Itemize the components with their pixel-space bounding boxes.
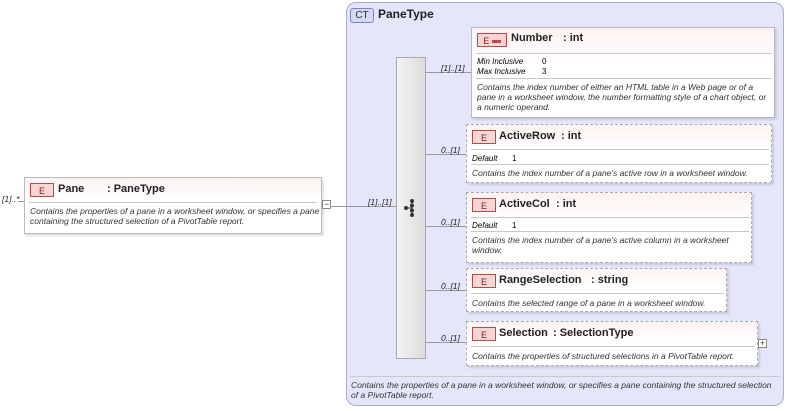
separator — [29, 202, 317, 203]
max-inclusive-label: Max Inclusive — [477, 67, 526, 76]
complex-type-name: PaneType — [378, 7, 434, 21]
connector-number — [426, 72, 471, 73]
activerow-name: ActiveRow — [499, 130, 556, 142]
number-element[interactable]: E Number : int Min Inclusive 0 Max Inclu… — [471, 27, 775, 118]
complex-type-badge: CT — [350, 8, 374, 23]
rangeselection-type: : string — [591, 274, 629, 286]
root-cardinality: [1]..* — [2, 194, 20, 204]
separator — [471, 217, 749, 218]
activecol-name: ActiveCol — [499, 198, 550, 210]
number-name: Number — [511, 32, 553, 44]
expand-icon[interactable]: + — [758, 338, 767, 348]
sequence-cardinality: [1]..[1] — [368, 197, 392, 207]
element-badge: E — [472, 130, 496, 144]
connector-rangeselection — [426, 290, 466, 291]
simple-type-icon — [491, 40, 501, 44]
element-badge: E — [472, 327, 496, 341]
activecol-cardinality: 0..[1] — [441, 217, 460, 227]
sequence-icon — [404, 199, 414, 217]
activerow-element[interactable]: E ActiveRow : int Default 1 Contains the… — [466, 124, 772, 183]
selection-type: : SelectionType — [553, 327, 634, 339]
activerow-cardinality: 0..[1] — [441, 145, 460, 155]
rangeselection-cardinality: 0..[1] — [441, 281, 460, 291]
default-label: Default — [472, 154, 498, 163]
complex-type-doc: Contains the properties of a pane in a w… — [351, 380, 772, 400]
connector-activerow — [426, 154, 466, 155]
separator — [471, 293, 724, 294]
default-label: Default — [472, 221, 498, 230]
element-badge: E — [30, 183, 54, 197]
root-connector — [18, 201, 24, 202]
activecol-element[interactable]: E ActiveCol : int Default 1 Contains the… — [466, 192, 752, 263]
activerow-doc: Contains the index number of a pane's ac… — [472, 168, 748, 178]
pane-doc: Contains the properties of a pane in a w… — [30, 206, 320, 226]
element-badge: E — [472, 198, 496, 212]
min-inclusive-label: Min Inclusive — [477, 57, 524, 66]
rangeselection-doc: Contains the selected range of a pane in… — [472, 298, 706, 308]
separator — [476, 78, 772, 79]
element-badge: E — [477, 33, 507, 47]
separator — [471, 231, 749, 232]
min-inclusive-value: 0 — [542, 57, 547, 66]
separator — [476, 53, 772, 54]
separator — [471, 149, 769, 150]
selection-doc: Contains the properties of structured se… — [472, 351, 735, 361]
selection-name: Selection — [499, 327, 548, 339]
selection-element[interactable]: E Selection : SelectionType Contains the… — [466, 321, 758, 366]
pane-type: : PaneType — [107, 183, 165, 195]
selection-cardinality: 0..[1] — [441, 333, 460, 343]
default-value: 1 — [512, 221, 517, 230]
separator — [471, 346, 755, 347]
number-cardinality: [1]..[1] — [441, 63, 465, 73]
connector-selection — [426, 342, 466, 343]
rangeselection-name: RangeSelection — [499, 274, 582, 286]
activecol-doc: Contains the index number of a pane's ac… — [472, 235, 729, 255]
separator — [350, 376, 780, 377]
number-type: : int — [563, 32, 584, 44]
pane-to-ct-line — [331, 206, 346, 207]
ct-to-sequence-line — [346, 206, 396, 207]
collapse-icon[interactable]: − — [322, 199, 331, 209]
activerow-type: : int — [561, 130, 582, 142]
default-value: 1 — [512, 154, 517, 163]
connector-activecol — [426, 226, 466, 227]
number-doc: Contains the index number of either an H… — [477, 82, 767, 112]
max-inclusive-value: 3 — [542, 67, 547, 76]
pane-name: Pane — [58, 183, 85, 195]
rangeselection-element[interactable]: E RangeSelection : string Contains the s… — [466, 268, 727, 312]
activecol-type: : int — [556, 198, 577, 210]
pane-element[interactable]: E Pane : PaneType Contains the propertie… — [24, 177, 322, 234]
separator — [471, 164, 769, 165]
element-badge: E — [472, 274, 496, 288]
